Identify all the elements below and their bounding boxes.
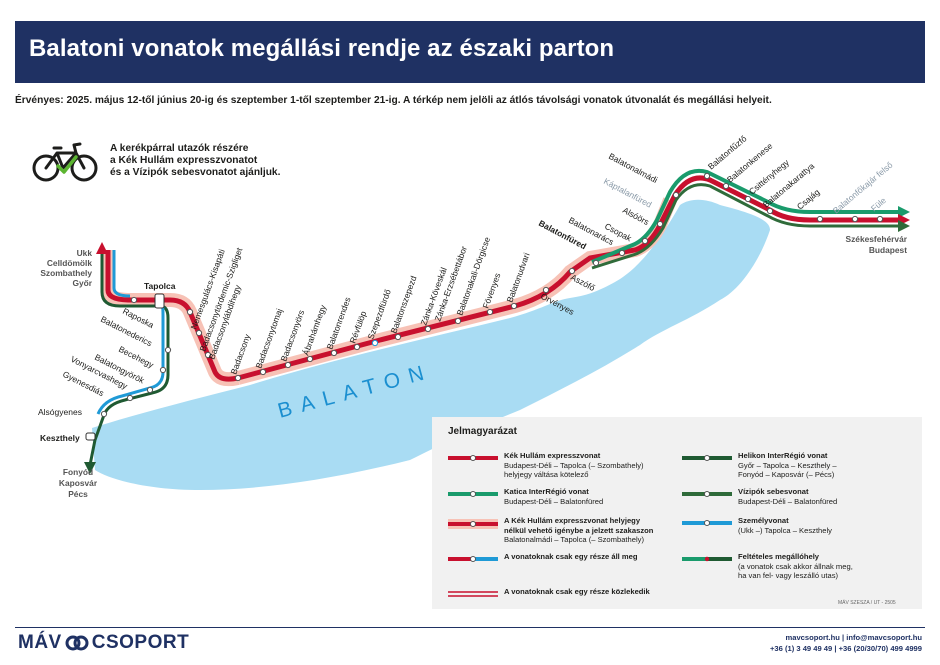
szemely-line-northwest [112, 250, 131, 298]
lake-balaton [92, 199, 770, 490]
footer-divider [15, 627, 925, 628]
direction-northwest-label: Ukk [77, 248, 93, 258]
station-label: Káptalanfüred [602, 176, 654, 210]
station-label: Alsógyenes [38, 407, 82, 417]
helikon-line-northwest [100, 250, 160, 308]
direction-northwest-label: Szombathely [40, 268, 92, 278]
bicycle-icon [32, 142, 98, 182]
vizipok-line [591, 183, 900, 270]
direction-east-label: Budapest [869, 245, 907, 255]
arrow-north-icon [96, 242, 108, 254]
station-label: Tapolca [144, 281, 176, 291]
station-label: Csajág [795, 187, 822, 212]
logo-text: MÁV [18, 632, 62, 653]
station-dots [100, 172, 884, 418]
direction-south-label: Fonyód [63, 467, 93, 477]
bike-note-line: és a Vízipók sebesvonatot ajánljuk. [110, 167, 281, 178]
station-label: Keszthely [40, 433, 80, 443]
arrow-east-icon [898, 220, 910, 232]
helikon-line-keszthely [88, 304, 170, 466]
contact-info: mavcsoport.hu | info@mavcsoport.hu +36 (… [770, 633, 922, 654]
mav-logo: MÁV CSOPORT [18, 632, 189, 654]
direction-south-label: Pécs [68, 489, 88, 499]
station-label: Balatonfőkajár felső [831, 160, 895, 216]
direction-northwest-label: Győr [72, 278, 92, 288]
mav-logo-icon [65, 635, 89, 651]
legend-credit: MÁV SZESZA / UT - 2505 [838, 600, 896, 606]
bike-note-line: a Kék Hullám expresszvonatot [110, 155, 258, 166]
header-banner: Balatoni vonatok megállási rendje az ész… [15, 21, 925, 83]
contact-web-email[interactable]: mavcsoport.hu | info@mavcsoport.hu [785, 633, 922, 642]
arrow-east-icon [898, 206, 910, 218]
kek-hullam-line [105, 250, 239, 382]
station-label: Aszófő [569, 272, 597, 293]
page-title: Balatoni vonatok megállási rendje az ész… [29, 35, 615, 62]
arrow-south-icon [84, 462, 96, 474]
validity-note: Érvényes: 2025. május 12-től június 20-i… [15, 95, 772, 106]
legend-title: Jelmagyarázat [448, 426, 517, 437]
station-keszthely-marker [85, 432, 96, 441]
bike-note-line: A kerékpárral utazók részére [110, 143, 249, 154]
logo-text: CSOPORT [91, 632, 190, 653]
direction-east-label: Székesfehérvár [846, 234, 908, 244]
station-tapolca-marker [154, 293, 165, 309]
direction-northwest-label: Celldömölk [47, 258, 92, 268]
bike-note: A kerékpárral utazók részére a Kék Hullá… [110, 143, 280, 179]
contact-phone[interactable]: +36 (1) 3 49 49 49 | +36 (20/30/70) 499 … [769, 643, 922, 653]
direction-south-label: Kaposvár [59, 478, 98, 488]
katica-line [591, 169, 900, 264]
